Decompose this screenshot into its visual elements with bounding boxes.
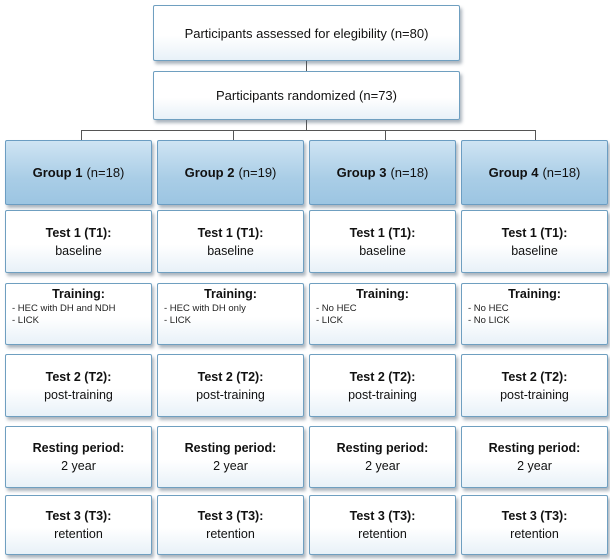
training-title: Training: [52, 287, 105, 301]
test2-title: Test 2 (T2): [349, 369, 416, 384]
resting-period-text: 2 year [517, 459, 552, 473]
group-2-test3-box: Test 3 (T3): retention [157, 495, 304, 555]
group-3-training-box: Training: - No HEC- LICK [309, 283, 456, 345]
connector-assessed-randomized [306, 61, 307, 71]
training-item: - LICK [164, 314, 191, 326]
test2-title: Test 2 (T2): [45, 369, 112, 384]
resting-period-title: Resting period: [488, 441, 581, 455]
training-title: Training: [356, 287, 409, 301]
training-title: Training: [508, 287, 561, 301]
randomized-box: Participants randomized (n=73) [153, 71, 460, 120]
group-3-test1-box: Test 1 (T1): baseline [309, 210, 456, 273]
test1-text: baseline [511, 243, 558, 258]
training-list: - HEC with DH and NDH- LICK [6, 303, 151, 326]
test2-title: Test 2 (T2): [501, 369, 568, 384]
connector-group4 [535, 130, 536, 140]
group-1-test3-box: Test 3 (T3): retention [5, 495, 152, 555]
group-3-test3-box: Test 3 (T3): retention [309, 495, 456, 555]
test3-title: Test 3 (T3): [501, 509, 568, 523]
group-1-header: Group 1(n=18) [5, 140, 152, 205]
group-4-header: Group 4(n=18) [461, 140, 608, 205]
group-2-training-box: Training: - HEC with DH only- LICK [157, 283, 304, 345]
test1-title: Test 1 (T1): [197, 225, 264, 240]
test2-text: post-training [348, 387, 417, 402]
group-name: Group 3 [336, 165, 387, 180]
group-2-header: Group 2(n=19) [157, 140, 304, 205]
test1-title: Test 1 (T1): [501, 225, 568, 240]
assessed-box: Participants assessed for elegibility (n… [153, 5, 460, 61]
resting-period-text: 2 year [213, 459, 248, 473]
test1-text: baseline [359, 243, 406, 258]
test2-title: Test 2 (T2): [197, 369, 264, 384]
group-count: (n=18) [86, 165, 125, 180]
connector-group3 [385, 130, 386, 140]
test2-text: post-training [500, 387, 569, 402]
test3-title: Test 3 (T3): [197, 509, 264, 523]
training-title: Training: [204, 287, 257, 301]
group-name: Group 1 [32, 165, 83, 180]
training-item: - HEC with DH only [164, 303, 246, 314]
group-1-test1-box: Test 1 (T1): baseline [5, 210, 152, 273]
connector-horizontal-bar [81, 130, 535, 131]
resting-period-title: Resting period: [184, 441, 277, 455]
group-4-training-box: Training: - No HEC- No LICK [461, 283, 608, 345]
group-count: (n=18) [542, 165, 581, 180]
test2-text: post-training [196, 387, 265, 402]
group-2-resting-period-box: Resting period: 2 year [157, 426, 304, 488]
training-item: - No LICK [468, 314, 510, 326]
test1-text: baseline [207, 243, 254, 258]
assessed-label: Participants assessed for elegibility (n… [184, 25, 429, 41]
training-list: - HEC with DH only- LICK [158, 303, 303, 326]
test2-text: post-training [44, 387, 113, 402]
test3-text: retention [358, 527, 407, 541]
group-name: Group 2 [184, 165, 235, 180]
test1-title: Test 1 (T1): [349, 225, 416, 240]
group-1-test2-box: Test 2 (T2): post-training [5, 354, 152, 417]
group-1-resting-period-box: Resting period: 2 year [5, 426, 152, 488]
connector-group1 [81, 130, 82, 140]
connector-group2 [233, 130, 234, 140]
training-list: - No HEC- No LICK [462, 303, 607, 326]
resting-period-title: Resting period: [32, 441, 125, 455]
training-item: - LICK [316, 314, 343, 326]
group-2-test1-box: Test 1 (T1): baseline [157, 210, 304, 273]
test3-title: Test 3 (T3): [45, 509, 112, 523]
training-item: - HEC with DH and NDH [12, 303, 116, 314]
group-name: Group 4 [488, 165, 539, 180]
test3-text: retention [206, 527, 255, 541]
randomized-label: Participants randomized (n=73) [215, 88, 397, 103]
test1-title: Test 1 (T1): [45, 225, 112, 240]
test1-text: baseline [55, 243, 102, 258]
group-2-test2-box: Test 2 (T2): post-training [157, 354, 304, 417]
test3-text: retention [54, 527, 103, 541]
group-4-test2-box: Test 2 (T2): post-training [461, 354, 608, 417]
training-item: - No HEC [316, 303, 357, 314]
training-item: - No HEC [468, 303, 509, 314]
group-4-test1-box: Test 1 (T1): baseline [461, 210, 608, 273]
group-count: (n=18) [390, 165, 429, 180]
group-count: (n=19) [238, 165, 277, 180]
resting-period-text: 2 year [365, 459, 400, 473]
group-4-test3-box: Test 3 (T3): retention [461, 495, 608, 555]
group-4-resting-period-box: Resting period: 2 year [461, 426, 608, 488]
training-list: - No HEC- LICK [310, 303, 455, 326]
connector-randomized-stem [306, 120, 307, 130]
test3-text: retention [510, 527, 559, 541]
group-3-header: Group 3(n=18) [309, 140, 456, 205]
group-3-test2-box: Test 2 (T2): post-training [309, 354, 456, 417]
resting-period-title: Resting period: [336, 441, 429, 455]
resting-period-text: 2 year [61, 459, 96, 473]
training-item: - LICK [12, 314, 39, 326]
group-3-resting-period-box: Resting period: 2 year [309, 426, 456, 488]
group-1-training-box: Training: - HEC with DH and NDH- LICK [5, 283, 152, 345]
test3-title: Test 3 (T3): [349, 509, 416, 523]
